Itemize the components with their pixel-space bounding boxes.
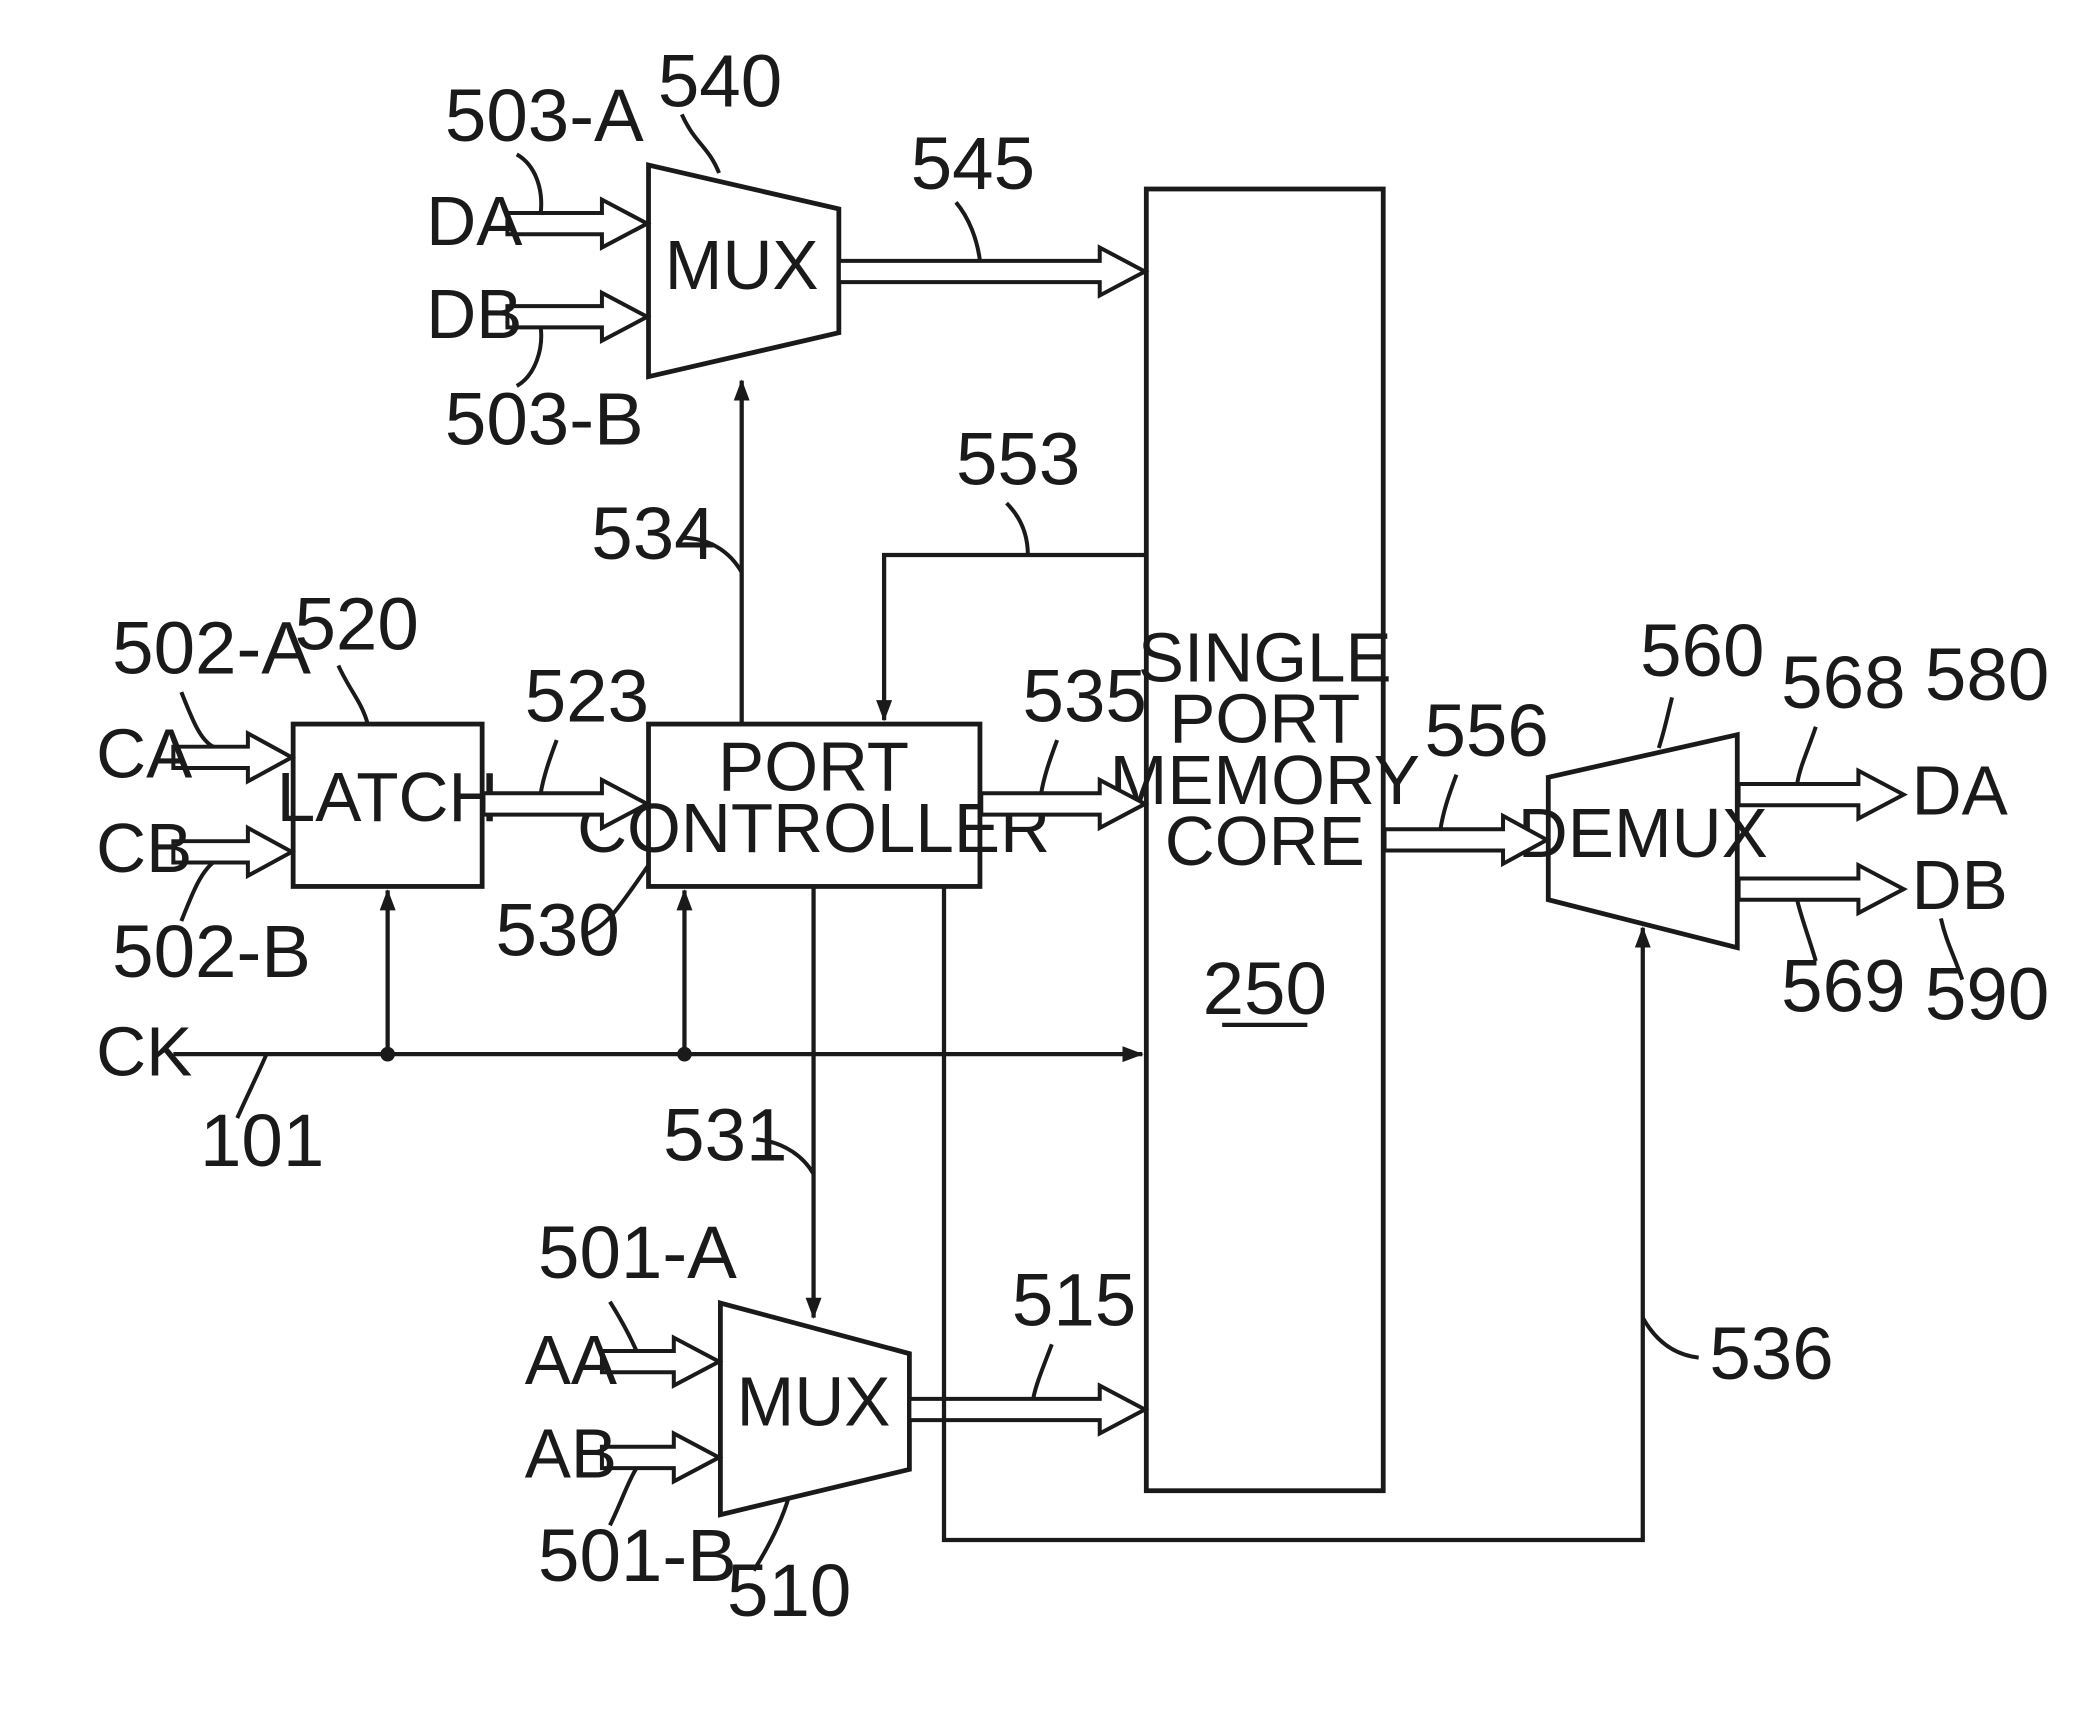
leader-520 [338, 665, 367, 724]
ref-535: 535 [1023, 654, 1147, 737]
ref-580: 580 [1925, 633, 2049, 716]
signal-aa: AA [525, 1321, 618, 1399]
ref-531: 531 [663, 1094, 787, 1177]
memory-label-line4: CORE [1165, 802, 1365, 880]
demux-block: DEMUX [1518, 735, 1768, 948]
leader-535 [1041, 740, 1057, 793]
ref-536: 536 [1709, 1312, 1833, 1395]
ref-101: 101 [200, 1099, 324, 1182]
bus-arrow-ab [602, 1433, 719, 1481]
leader-523 [541, 740, 557, 793]
latch-block: LATCH [277, 724, 499, 886]
signal-db-in: DB [426, 275, 522, 353]
ref-502a: 502-A [112, 606, 311, 689]
demux-label: DEMUX [1518, 794, 1768, 872]
ref-510: 510 [727, 1549, 851, 1632]
ref-501a: 501-A [538, 1211, 737, 1294]
ref-560: 560 [1640, 609, 1764, 692]
leader-568 [1797, 727, 1816, 784]
leader-545 [956, 202, 980, 261]
leader-553 [1007, 503, 1028, 555]
ref-534: 534 [591, 492, 715, 575]
ref-556: 556 [1424, 689, 1548, 772]
signal-cb: CB [96, 809, 192, 887]
ref-523: 523 [525, 654, 649, 737]
signal-ca: CA [96, 714, 193, 792]
ref-545: 545 [911, 122, 1035, 205]
bus-arrow-aa [602, 1338, 719, 1386]
signal-da-out: DA [1912, 752, 2009, 830]
mux-top-block: MUX [649, 165, 839, 377]
bus-arrow-db-in [507, 293, 647, 341]
leader-560 [1659, 697, 1672, 748]
port-controller-label-line2: CONTROLLER [577, 789, 1050, 867]
bus-arrow-545 [839, 248, 1145, 296]
ref-590: 590 [1925, 953, 2049, 1036]
bus-arrow-da-in [507, 200, 647, 248]
junction-dot-latch [380, 1047, 395, 1062]
mux-bottom-block: MUX [720, 1303, 909, 1515]
signal-ck: CK [96, 1012, 192, 1090]
ref-501b: 501-B [538, 1514, 737, 1597]
leader-515 [1033, 1344, 1052, 1399]
latch-label: LATCH [277, 758, 499, 836]
signal-db-out: DB [1912, 846, 2008, 924]
leader-556 [1440, 775, 1456, 830]
single-port-memory-core: SINGLE PORT MEMORY CORE 250 [1110, 189, 1420, 1491]
junction-dot-port-controller [677, 1047, 692, 1062]
ref-568: 568 [1781, 641, 1905, 724]
bus-arrow-569 [1739, 865, 1904, 913]
memory-ref-number: 250 [1203, 947, 1327, 1030]
ref-520: 520 [294, 583, 418, 666]
ref-502b: 502-B [112, 910, 311, 993]
ref-540: 540 [658, 39, 782, 122]
ref-503b: 503-B [445, 378, 644, 461]
ref-530: 530 [495, 889, 619, 972]
leader-536 [1643, 1318, 1699, 1358]
ref-503a: 503-A [445, 74, 644, 157]
mux-bottom-label: MUX [737, 1362, 891, 1440]
signal-da-in: DA [426, 182, 523, 260]
ref-569: 569 [1781, 945, 1905, 1028]
signal-ab: AB [525, 1414, 617, 1492]
mux-top-label: MUX [665, 226, 819, 304]
leader-540 [682, 114, 719, 173]
ref-553: 553 [956, 417, 1080, 500]
ref-515: 515 [1012, 1259, 1136, 1342]
